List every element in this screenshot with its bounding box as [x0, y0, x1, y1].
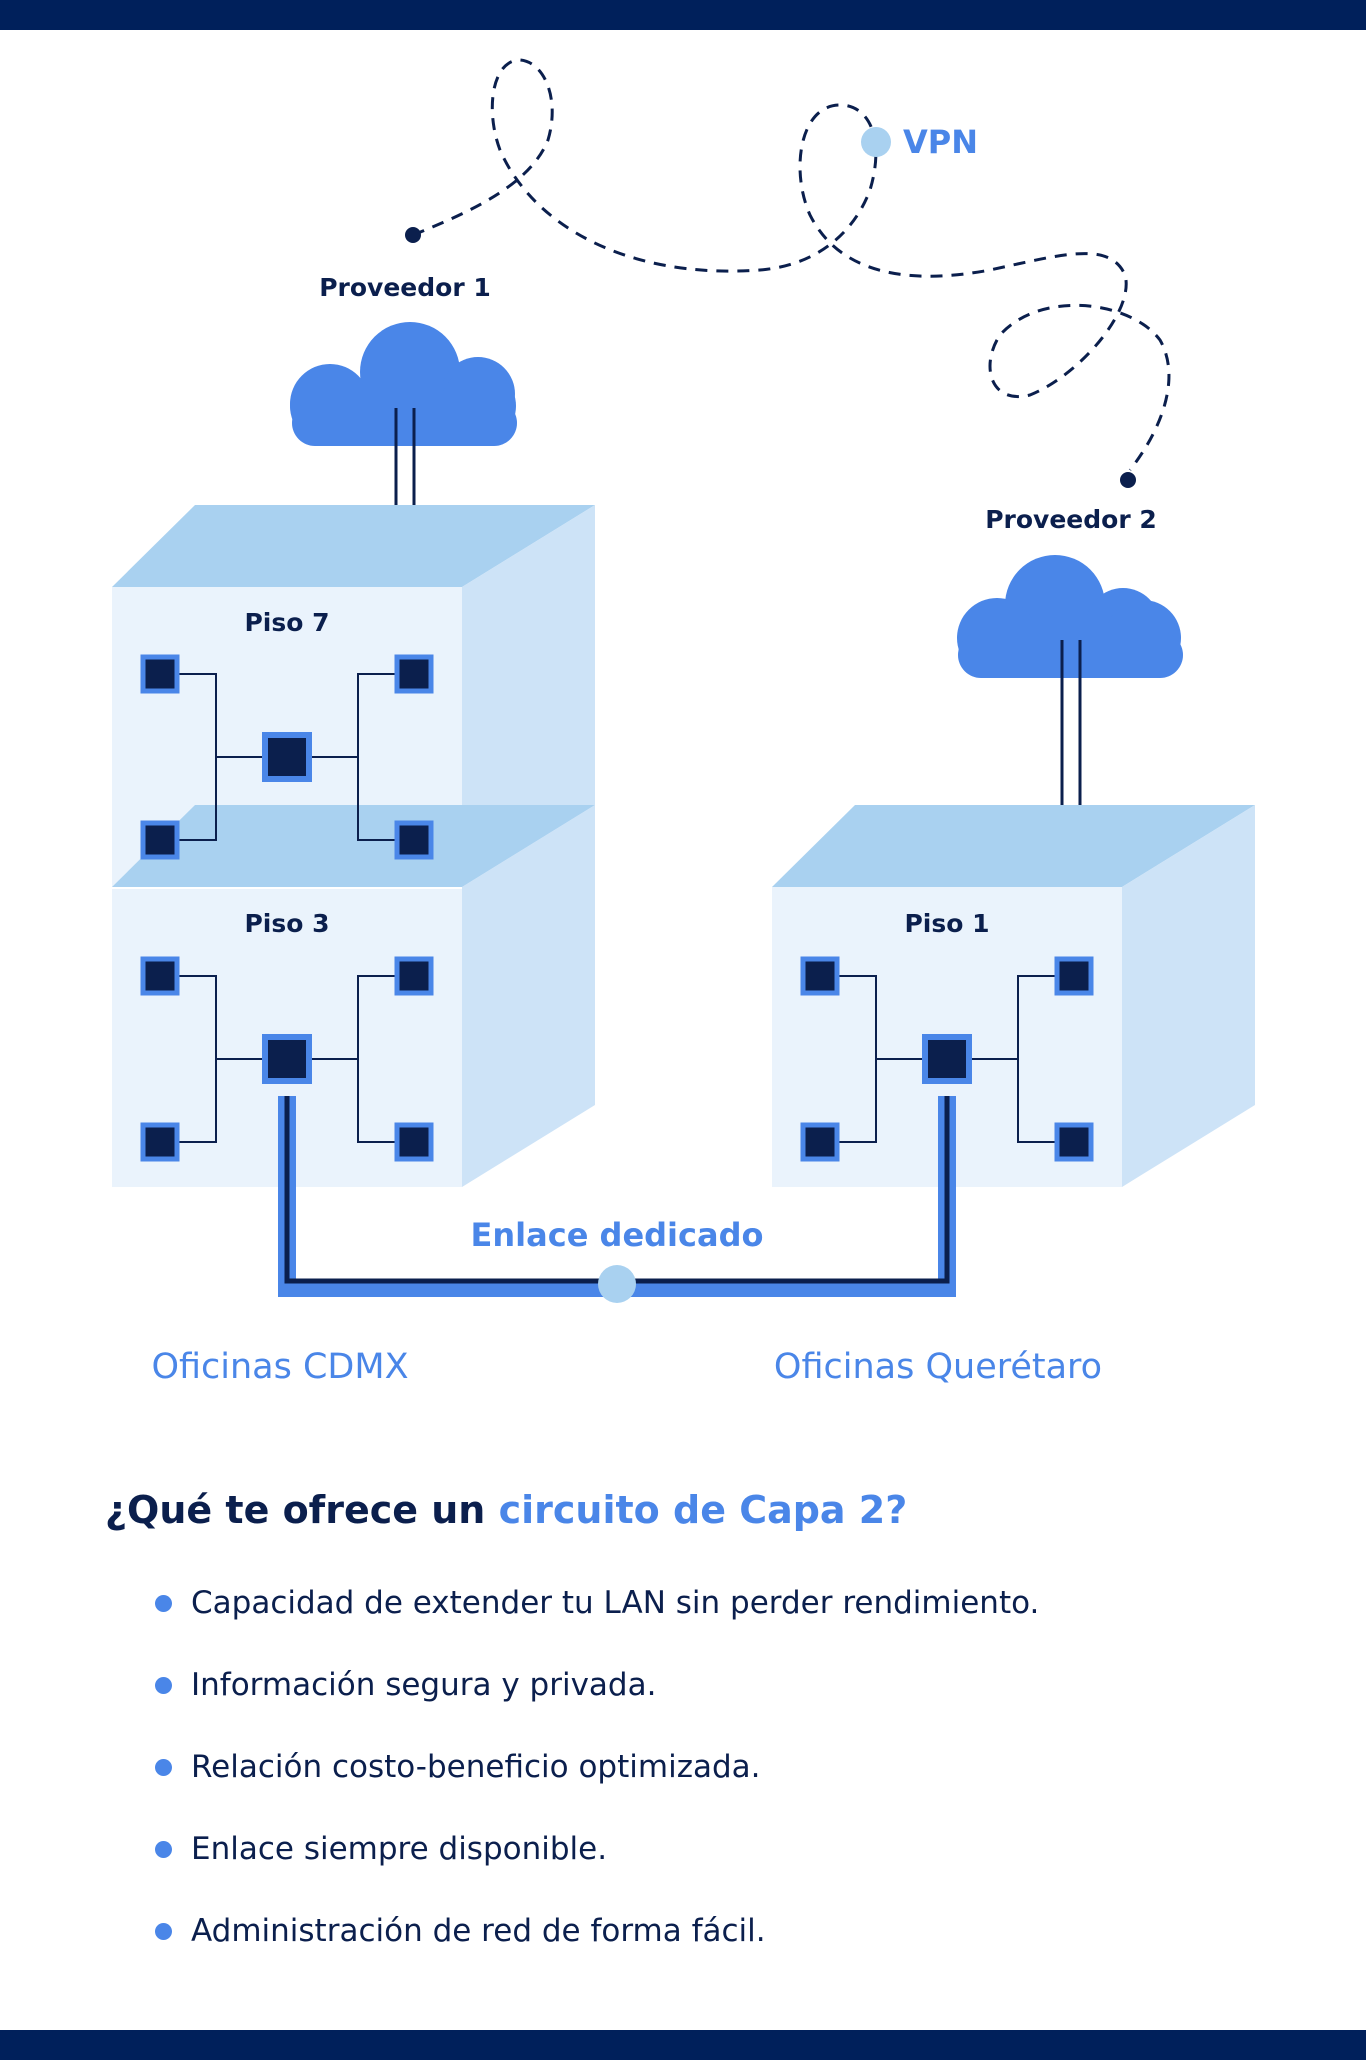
network-node	[394, 820, 434, 860]
cloud-1-icon	[290, 322, 517, 446]
floor-7-network	[140, 654, 434, 860]
provider-2-label: Proveedor 2	[985, 505, 1157, 534]
office-label-cdmx: Oficinas CDMX	[151, 1347, 408, 1387]
vpn-endpoint-2	[1120, 472, 1136, 488]
floor-label-1: Piso 1	[904, 909, 989, 938]
floor-label-7: Piso 7	[244, 608, 329, 637]
vpn-label: VPN	[903, 123, 978, 161]
benefit-item: Relación costo-beneficio optimizada.	[155, 1742, 1039, 1824]
office-label-queretaro: Oficinas Querétaro	[774, 1347, 1102, 1387]
network-node	[394, 956, 434, 996]
bullet-icon	[155, 1923, 172, 1940]
benefit-text: Relación costo-beneficio optimizada.	[191, 1749, 761, 1785]
cloud-2-icon	[957, 555, 1183, 678]
bullet-icon	[155, 1841, 172, 1858]
bottom-band	[0, 2030, 1366, 2060]
bullet-icon	[155, 1759, 172, 1776]
benefit-item: Enlace siempre disponible.	[155, 1824, 1039, 1906]
floor-3-cube	[112, 805, 595, 1187]
network-hub	[922, 1034, 972, 1084]
vpn-path	[412, 58, 1171, 471]
benefit-text: Capacidad de extender tu LAN sin perder …	[191, 1585, 1040, 1621]
network-node	[140, 654, 180, 694]
network-node	[1054, 956, 1094, 996]
floor-label-3: Piso 3	[244, 909, 329, 938]
heading-accent: circuito de Capa 2?	[498, 1488, 908, 1532]
network-hub	[262, 1034, 312, 1084]
bullet-icon	[155, 1595, 172, 1612]
provider-1-label: Proveedor 1	[319, 273, 491, 302]
benefit-item: Administración de red de forma fácil.	[155, 1906, 1039, 1988]
benefits-list: Capacidad de extender tu LAN sin perder …	[155, 1578, 1039, 1988]
benefit-text: Información segura y privada.	[191, 1667, 657, 1703]
floor-1-cube	[772, 805, 1255, 1187]
top-band	[0, 0, 1366, 30]
benefit-item: Información segura y privada.	[155, 1660, 1039, 1742]
network-node	[1054, 1122, 1094, 1162]
benefit-text: Enlace siempre disponible.	[191, 1831, 608, 1867]
network-node	[140, 1122, 180, 1162]
network-hub	[262, 732, 312, 782]
network-node	[394, 1122, 434, 1162]
heading-prefix: ¿Qué te ofrece un	[105, 1488, 499, 1532]
benefit-item: Capacidad de extender tu LAN sin perder …	[155, 1578, 1039, 1660]
network-node	[800, 1122, 840, 1162]
vpn-endpoint-1	[405, 227, 421, 243]
network-node	[140, 820, 180, 860]
vpn-node	[861, 127, 891, 157]
bullet-icon	[155, 1677, 172, 1694]
network-node	[394, 654, 434, 694]
network-diagram: VPN Proveedor 1 Proveedor 2	[112, 58, 1255, 1387]
floor-3-network	[140, 956, 434, 1162]
network-node	[140, 956, 180, 996]
link-label: Enlace dedicado	[471, 1216, 764, 1254]
floor-7-cube	[112, 505, 595, 887]
network-node	[800, 956, 840, 996]
benefits-heading: ¿Qué te ofrece un circuito de Capa 2?	[105, 1488, 907, 1532]
floor-1-network	[800, 956, 1094, 1162]
link-node	[598, 1265, 636, 1303]
benefit-text: Administración de red de forma fácil.	[191, 1913, 766, 1949]
